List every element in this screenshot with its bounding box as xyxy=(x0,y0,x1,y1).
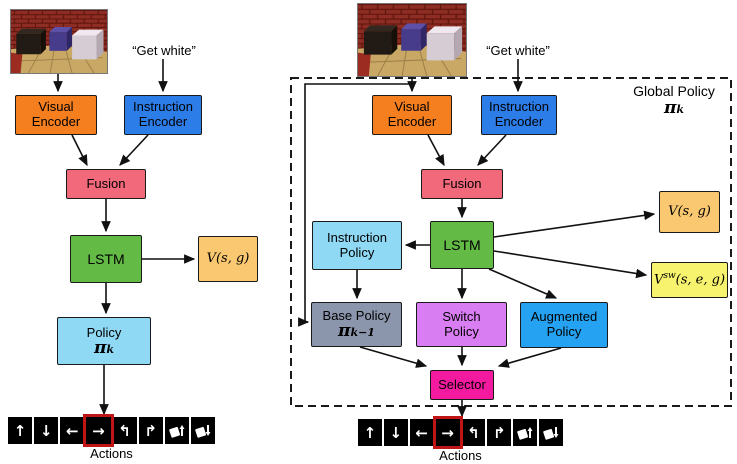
putdown-icon xyxy=(190,417,215,444)
value-box-right: V(s, g) xyxy=(659,191,720,233)
switch-policy-box: Switch Policy xyxy=(416,302,507,347)
move-right-icon-selected: → xyxy=(83,414,114,447)
pickup-icon xyxy=(513,419,538,446)
instruction-text-left: “Get white” xyxy=(132,43,196,58)
value-sw-box: Vsw(s, e, g) xyxy=(651,262,728,298)
scene-image-right xyxy=(357,3,467,77)
base-policy-label: Base Policy xyxy=(322,308,391,324)
fusion-box-left: Fusion xyxy=(66,169,146,199)
actions-label-right: Actions xyxy=(439,448,482,463)
selector-box: Selector xyxy=(430,370,494,400)
visual-encoder-box-left: Visual Encoder xyxy=(15,95,97,135)
move-down-icon: ↓ xyxy=(34,417,59,444)
instruction-text-right: “Get white” xyxy=(486,43,550,58)
augmented-policy-box: Augmented Policy xyxy=(520,302,608,348)
move-right-icon-selected: → xyxy=(432,416,463,449)
pickup-icon xyxy=(164,417,189,444)
instruction-encoder-box-right: Instruction Encoder xyxy=(481,95,557,135)
move-up-icon: ↑ xyxy=(358,419,382,446)
move-up-icon: ↑ xyxy=(8,417,33,444)
putdown-icon xyxy=(539,419,563,446)
visual-encoder-box-right: Visual Encoder xyxy=(372,95,452,135)
lstm-box-left: LSTM xyxy=(70,235,142,283)
lstm-box-right: LSTM xyxy=(430,221,494,269)
policy-label: Policy xyxy=(86,324,122,340)
instruction-encoder-box-left: Instruction Encoder xyxy=(124,95,202,135)
turn-left-icon: ↰ xyxy=(112,417,137,444)
turn-right-icon: ↱ xyxy=(487,419,512,446)
actions-bar-right: ↑ ↓ ← → ↰ ↱ xyxy=(358,416,563,449)
actions-bar-left: ↑ ↓ ← → ↰ ↱ xyxy=(8,414,215,447)
value-sw-text: Vsw(s, e, g) xyxy=(653,271,726,288)
fusion-box-right: Fusion xyxy=(421,169,503,199)
turn-left-icon: ↰ xyxy=(461,419,486,446)
move-left-icon: ← xyxy=(409,419,434,446)
scene-image-left xyxy=(10,9,108,74)
actions-label-left: Actions xyxy=(90,446,133,461)
move-down-icon: ↓ xyxy=(383,419,408,446)
move-left-icon: ← xyxy=(60,417,85,444)
value-box-left: V(s, g) xyxy=(198,236,258,282)
instruction-policy-box: Instruction Policy xyxy=(312,221,402,270)
turn-right-icon: ↱ xyxy=(138,417,163,444)
